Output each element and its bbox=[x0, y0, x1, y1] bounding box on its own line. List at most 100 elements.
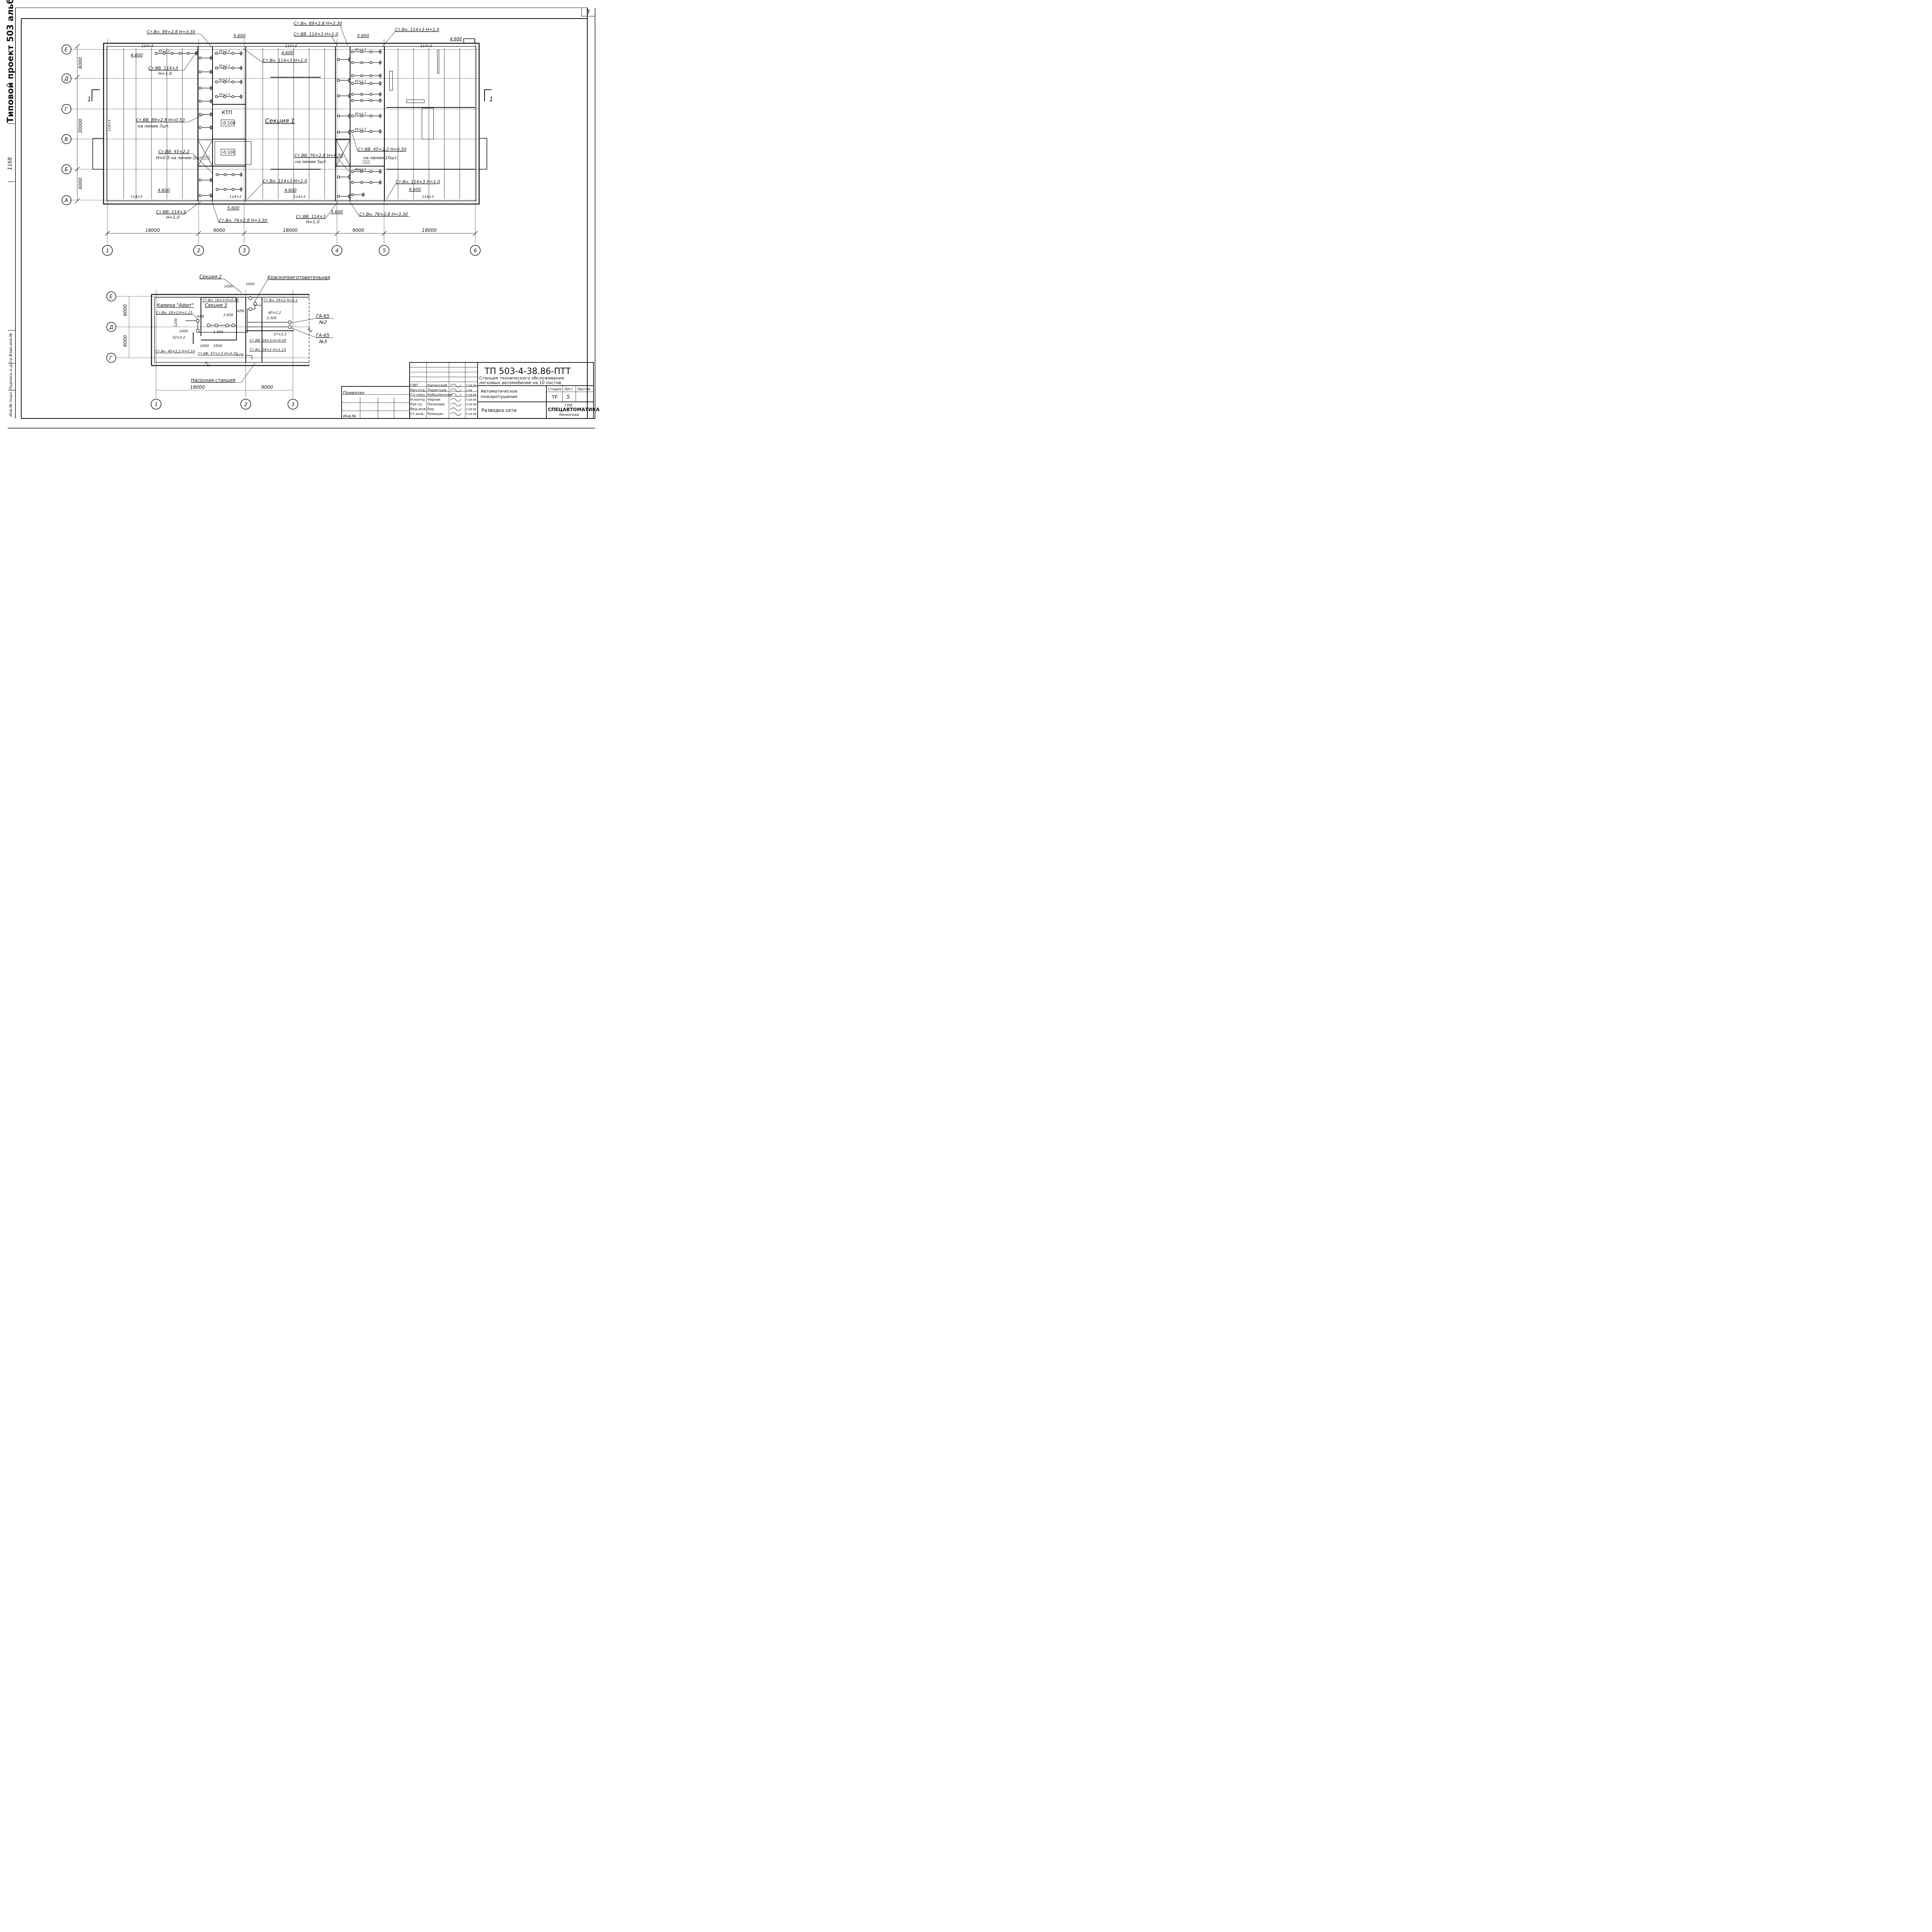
sheet-frame bbox=[8, 7, 595, 429]
role-title: Нач.отд. bbox=[410, 388, 426, 392]
sprinkler-branch bbox=[351, 98, 382, 103]
role-date: 5.08.86 bbox=[466, 413, 476, 416]
label-vv-45-right-count: на линии 10шт. bbox=[363, 155, 398, 160]
section-mark-left: 1 bbox=[87, 95, 91, 103]
axis2-col-bubble: 1 bbox=[151, 399, 162, 410]
pipe-label-5: 114×3 bbox=[230, 195, 242, 199]
label-vv-114-top: Ст.ВВ. 114×3 Н=1.0 bbox=[294, 32, 338, 37]
label-krv-2: КРВ bbox=[237, 310, 244, 313]
role-name: Ремицан bbox=[427, 412, 443, 416]
label-a7: Ст.ВВ. 57×2.5 Н=0.20 bbox=[198, 352, 238, 356]
label-krv-1: КРВ bbox=[197, 315, 204, 319]
valve-node bbox=[253, 302, 257, 306]
sprinkler-branch: 45×2.2 bbox=[215, 64, 243, 70]
archive-code: 1168 bbox=[7, 157, 13, 170]
axis-row-label: А bbox=[64, 198, 68, 204]
album-strip: Типовой проект 503 альбом VIII 1168 Инв.… bbox=[6, 0, 16, 418]
role-title: Ст.инж. bbox=[410, 412, 425, 416]
title-code: ТП 503-4-38.86-ПТТ bbox=[484, 367, 571, 376]
sprinkler-branch bbox=[199, 112, 213, 117]
label-ga-1: ГА-65 bbox=[316, 313, 330, 319]
axis-col-bubble: 1 bbox=[102, 245, 113, 256]
signature-mark bbox=[450, 403, 462, 406]
sprinkler-branch: 45×2.2 bbox=[215, 78, 243, 84]
sprinkler-branch bbox=[351, 60, 382, 65]
dim-col-5: 18000 bbox=[422, 228, 437, 233]
label-vn-114-right-bottom: Ст.Вн. 114×3 Н=1.0 bbox=[396, 179, 440, 184]
title-section-2: пожаротушение bbox=[481, 394, 517, 399]
room-ktp: КТП bbox=[222, 110, 232, 116]
signature-mark bbox=[450, 398, 462, 401]
axis2-row-label: Е bbox=[109, 294, 113, 300]
branch-label: 45×2.2 bbox=[355, 112, 366, 116]
sprinkler-branch bbox=[199, 56, 213, 60]
valve-node bbox=[288, 320, 292, 324]
branch-label: 45×2.2 bbox=[219, 78, 230, 82]
label-vv-76: Ст.ВВ. 76×2,8 Н=0.50 bbox=[294, 153, 343, 158]
axis-col-label: 2 bbox=[197, 248, 200, 254]
axis-col-label: 6 bbox=[474, 248, 477, 254]
valve-node bbox=[207, 323, 211, 327]
dim2-col-2: 9000 bbox=[261, 384, 273, 390]
dim-1000b: 1000 bbox=[246, 282, 255, 286]
valve-node bbox=[288, 325, 292, 329]
sprinkler-branch bbox=[337, 114, 351, 118]
branch-label: 45×2.2 bbox=[219, 49, 230, 53]
dim-col-4: 9000 bbox=[352, 228, 364, 233]
album-title: Типовой проект 503 альбом VIII bbox=[6, 0, 15, 123]
org-3: Ленинград bbox=[559, 413, 579, 417]
branch-label: 45×2.2 bbox=[355, 48, 366, 51]
axis2-col-label: 3 bbox=[291, 402, 294, 408]
signature-mark bbox=[450, 388, 462, 392]
stage-header: Стадия bbox=[548, 388, 561, 391]
sprinkler-branch bbox=[351, 92, 382, 97]
org-1: ГПИ bbox=[565, 404, 572, 408]
role-name: Терентьев bbox=[427, 388, 447, 392]
valve-node bbox=[214, 323, 218, 327]
label-ga-2-num: №3 bbox=[319, 339, 327, 344]
elev-ktp: -0.100 bbox=[222, 121, 235, 126]
label-ga-2: ГА-65 bbox=[316, 333, 330, 338]
axis2-col-label: 2 bbox=[244, 402, 247, 408]
axis2-row-bubble: Д bbox=[106, 322, 116, 332]
label-vv-45-count: Н=0.5 на линии 2шт. bbox=[156, 155, 203, 160]
sprinkler-branch: 45×2.2 bbox=[155, 49, 198, 56]
elev-4: 4.600 bbox=[158, 188, 170, 193]
title-block: ТП 503-4-38.86-ПТТ Станция технического … bbox=[341, 362, 600, 419]
dim-col-2: 9000 bbox=[213, 228, 225, 233]
axis-col-bubble: 5 bbox=[379, 245, 389, 256]
title-object-1: Станция технического обслуживания bbox=[479, 376, 564, 381]
dim2-row-1: 6000 bbox=[122, 304, 128, 316]
label-vv-114-bottom-h: Н=1.0 bbox=[166, 215, 180, 220]
elev-7: 5.600 bbox=[357, 33, 369, 38]
axis-row-bubble: В bbox=[61, 134, 71, 144]
sprinkler-branch: 45×2.2 bbox=[351, 112, 382, 118]
label-a5: Ст.Вн. 18×2 Н=1.15 bbox=[250, 348, 286, 352]
axis2-col-bubble: 3 bbox=[287, 399, 298, 410]
signature-mark bbox=[450, 412, 462, 416]
label-vv-45: Ст.ВВ. 45×2.2 bbox=[158, 149, 189, 154]
role-title: Н.контр. bbox=[410, 398, 426, 402]
role-title: Гл.спец. bbox=[410, 393, 425, 397]
dim-2000: 2000 bbox=[200, 344, 209, 348]
role-date: 5.08.86 bbox=[466, 384, 476, 387]
label-vv-114-bottom: Ст.ВВ. 114×3 bbox=[156, 209, 186, 214]
axis-row-bubble: Г bbox=[61, 104, 71, 114]
side-stamp: Инв.№ подл. Подпись и дата Взам.инв.№ bbox=[9, 333, 13, 417]
axis-col-bubble: 3 bbox=[239, 245, 250, 256]
section-mark-right: 1 bbox=[489, 95, 493, 103]
sprinkler-branch bbox=[199, 178, 213, 182]
sprinkler-branch bbox=[216, 187, 243, 192]
stage-value: ТР bbox=[551, 395, 558, 400]
axis-row-bubble: Е bbox=[61, 44, 71, 54]
valve-node bbox=[196, 329, 200, 333]
dim2-col-1: 18000 bbox=[190, 384, 205, 390]
sprinkler-branch: 45×2.2 bbox=[215, 93, 243, 99]
plan-1: 45×2.2 45×2.2 45×2.2 45×2.2 45×2.2 45×2.2 45×2… bbox=[61, 21, 493, 256]
valve-node bbox=[248, 307, 252, 311]
sprinkler-branch: 45×2.2 bbox=[351, 48, 382, 54]
sprinkler-branch: 45×2.2 bbox=[215, 49, 243, 56]
role-title: Рук.гр. bbox=[410, 403, 423, 406]
label-krv-3: КРВ bbox=[236, 354, 243, 357]
sprinkler-branch bbox=[337, 57, 351, 62]
